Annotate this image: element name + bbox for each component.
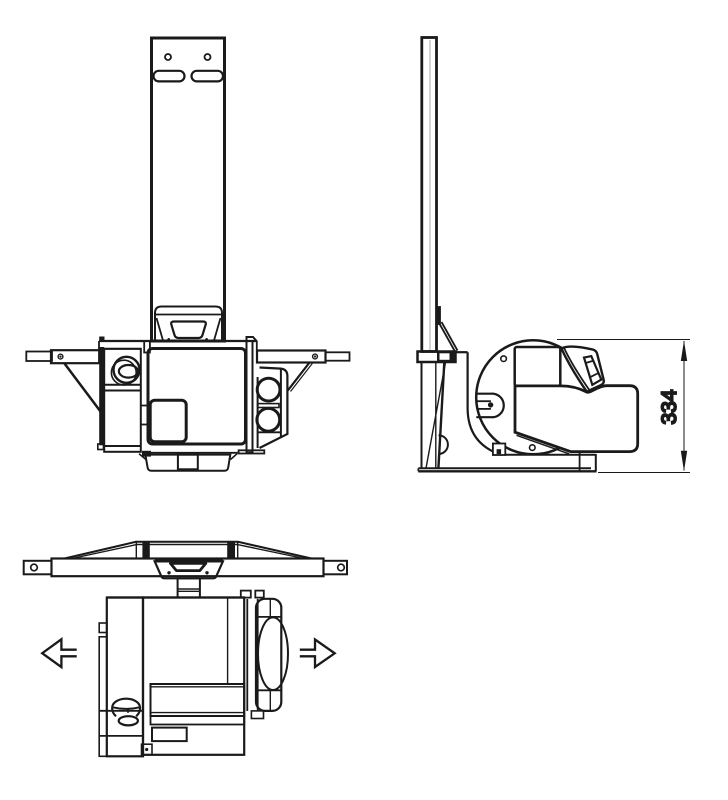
svg-text:334: 334 <box>658 389 681 424</box>
